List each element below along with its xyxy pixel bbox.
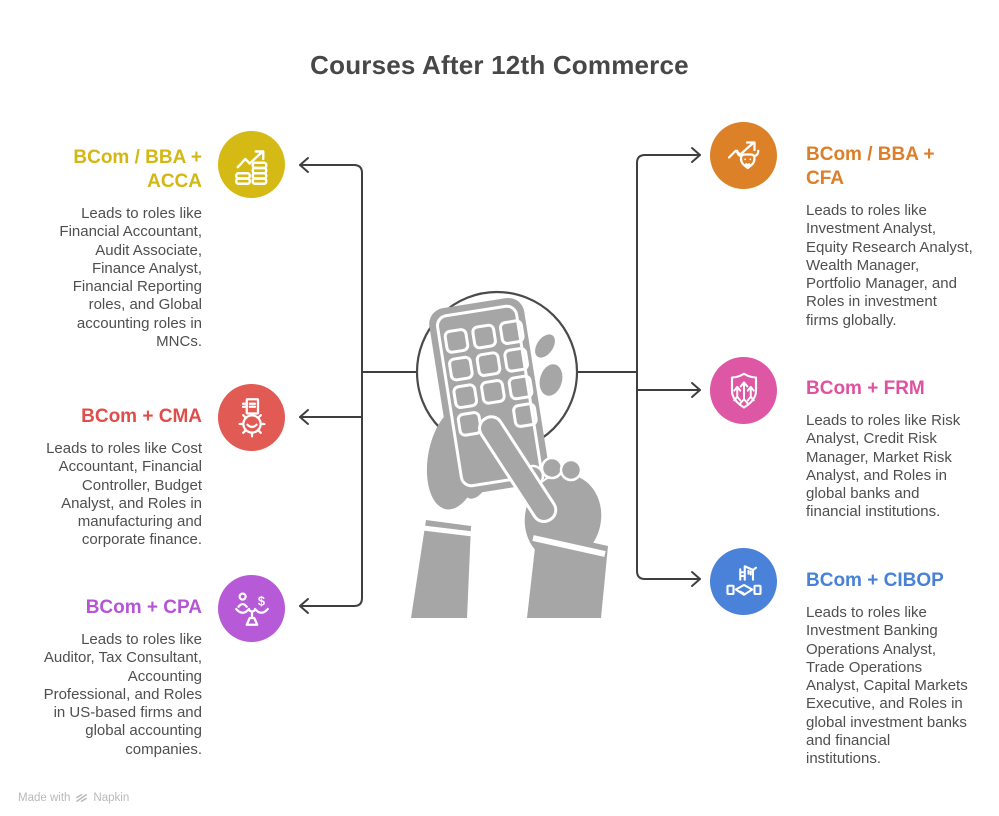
course-description-acca: Leads to roles like Financial Accountant… xyxy=(59,205,202,351)
bull-growth-arrow-icon xyxy=(710,122,777,189)
handshake-building-icon xyxy=(710,548,777,615)
course-title-acca: BCom / BBA + ACCA xyxy=(73,147,202,192)
left-arm xyxy=(411,520,471,618)
shield-arrows-icon xyxy=(710,357,777,424)
napkin-brand-label: Napkin xyxy=(93,791,130,804)
right-cuff-line xyxy=(532,535,606,557)
course-title-cpa: BCom + CPA xyxy=(85,597,202,618)
arrow-right-top xyxy=(691,147,701,163)
balance-scale-icon: $ xyxy=(218,575,285,642)
arrow-left-bottom xyxy=(299,598,309,614)
left-branch-rail xyxy=(299,164,363,607)
calculator-keypad xyxy=(443,319,538,437)
arrow-left-top xyxy=(299,157,309,173)
arrow-right-middle xyxy=(691,382,701,398)
course-title-frm: BCom + FRM xyxy=(806,378,925,399)
calculator-screen-frame xyxy=(435,304,543,488)
course-item-cfa: BCom / BBA + CFA Leads to roles like Inv… xyxy=(806,143,978,330)
left-cuff-line xyxy=(422,525,474,537)
calculator-body xyxy=(429,297,549,495)
right-thumb xyxy=(539,364,563,396)
course-description-cpa: Leads to roles like Auditor, Tax Consult… xyxy=(43,631,202,758)
right-branch-rail xyxy=(636,154,701,580)
knuckle xyxy=(559,458,583,482)
right-thumb-tip xyxy=(535,334,555,358)
svg-text:$: $ xyxy=(257,593,264,608)
course-item-cibop: BCom + CIBOP Leads to roles like Investm… xyxy=(806,569,978,769)
made-with-napkin-credit: Made with Napkin xyxy=(18,791,129,804)
course-description-cma: Leads to roles like Cost Accountant, Fin… xyxy=(46,440,202,549)
course-description-frm: Leads to roles like Risk Analyst, Credit… xyxy=(806,412,961,521)
arrow-right-bottom xyxy=(691,571,701,587)
course-item-cma: BCom + CMA Leads to roles like Cost Acco… xyxy=(30,405,202,550)
arrow-left-middle xyxy=(299,409,309,425)
pointing-finger xyxy=(478,415,558,524)
course-item-cpa: BCom + CPA Leads to roles like Auditor, … xyxy=(30,596,202,759)
course-item-frm: BCom + FRM Leads to roles like Risk Anal… xyxy=(806,377,978,522)
made-with-label: Made with xyxy=(18,791,71,804)
course-title-cfa: BCom / BBA + CFA xyxy=(806,144,935,189)
growth-coins-icon xyxy=(218,131,285,198)
knuckle xyxy=(540,456,564,480)
course-title-cma: BCom + CMA xyxy=(81,406,202,427)
course-description-cibop: Leads to roles like Investment Banking O… xyxy=(806,604,968,768)
page-title: Courses After 12th Commerce xyxy=(310,50,689,80)
hands-calculator-illustration xyxy=(411,290,608,618)
gear-document-icon xyxy=(218,384,285,451)
course-description-cfa: Leads to roles like Investment Analyst, … xyxy=(806,202,973,329)
course-title-cibop: BCom + CIBOP xyxy=(806,570,944,591)
napkin-logo-icon xyxy=(76,793,88,802)
course-item-acca: BCom / BBA + ACCA Leads to roles like Fi… xyxy=(30,146,202,351)
